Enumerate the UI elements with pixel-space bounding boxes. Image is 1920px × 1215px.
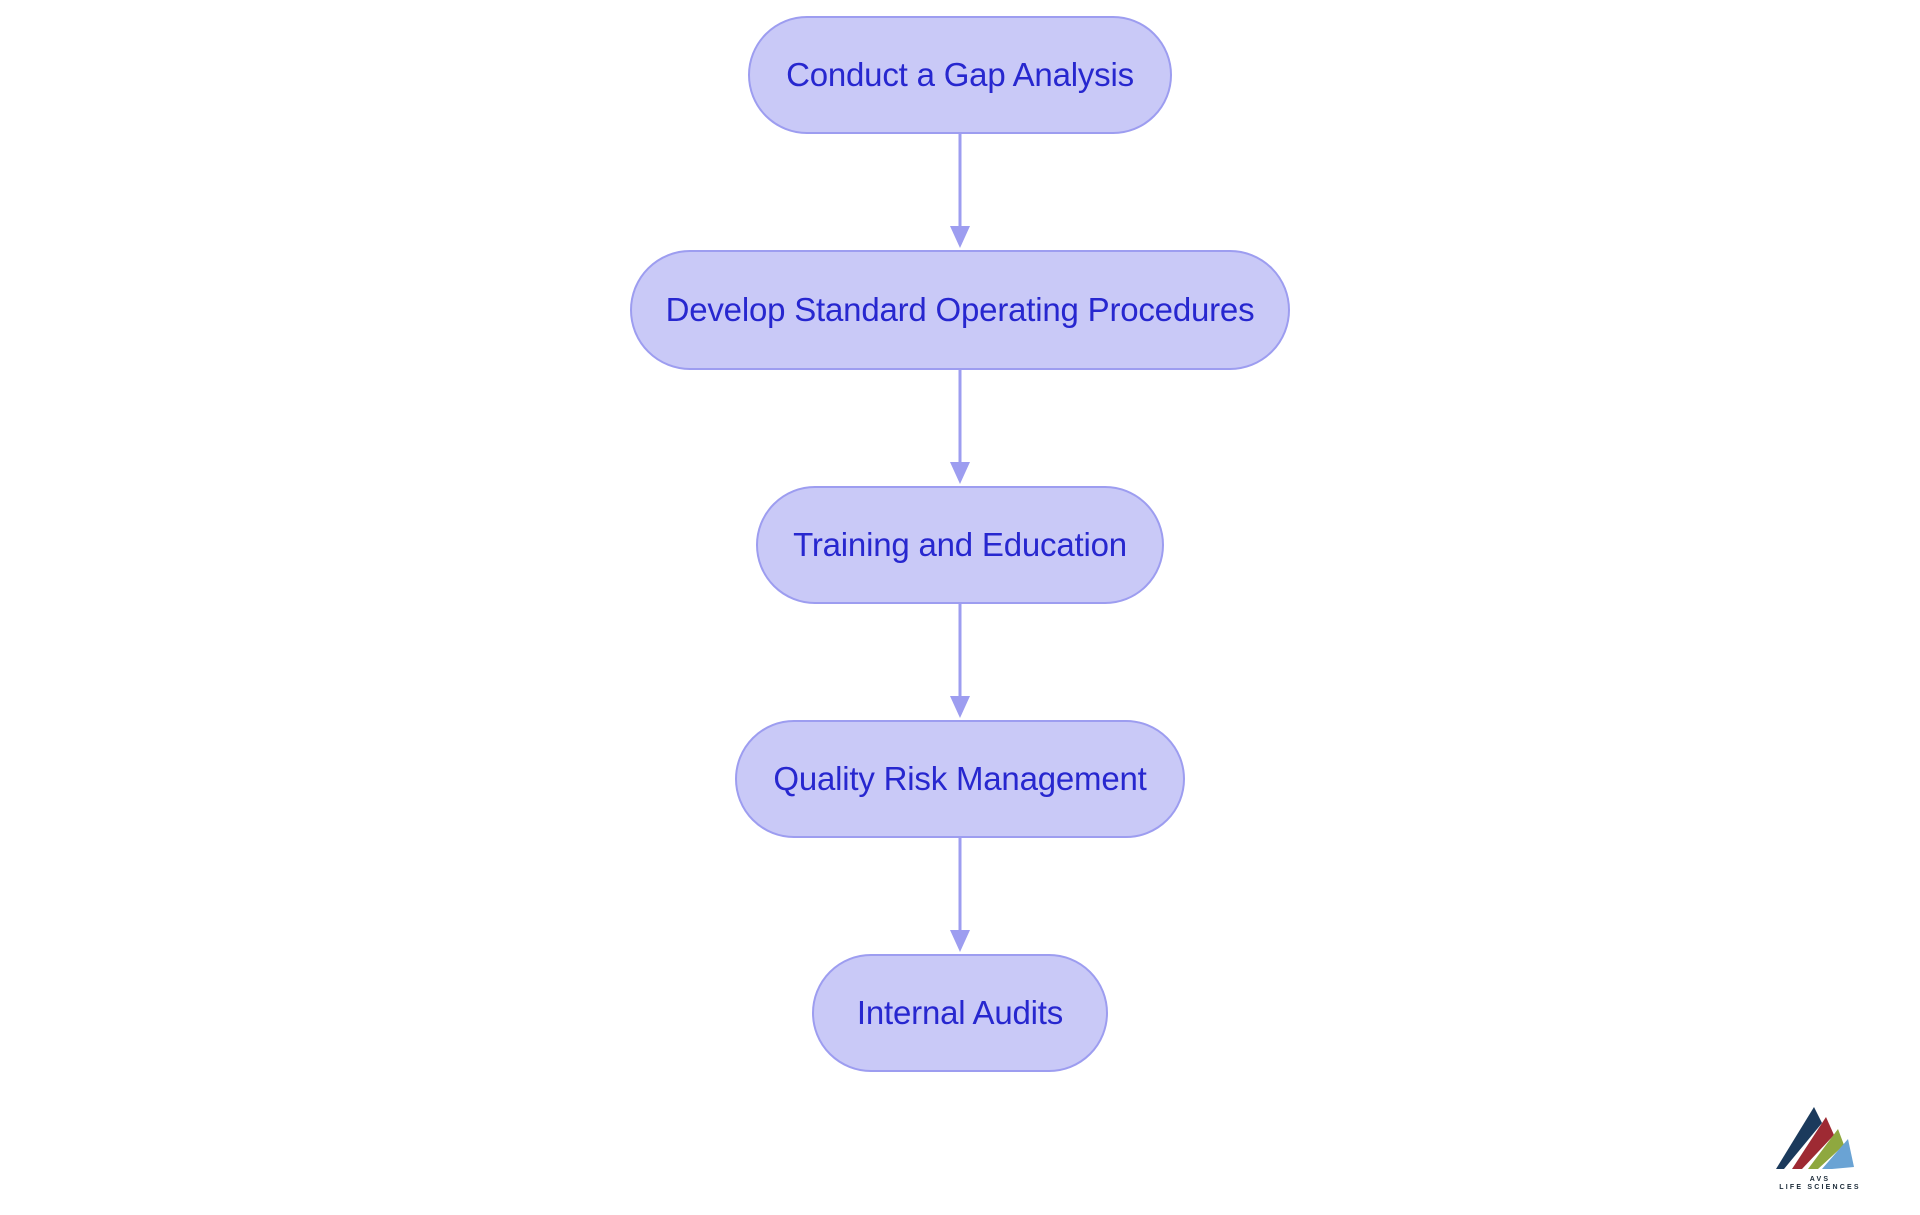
flow-node-develop-standard-operating-procedures[interactable]: Develop Standard Operating Procedures xyxy=(630,250,1290,370)
arrow-down-icon xyxy=(950,134,970,248)
flow-node-label: Develop Standard Operating Procedures xyxy=(665,291,1255,328)
brand-logo-line-2: LIFE SCIENCES xyxy=(1779,1184,1861,1192)
brand-logo-text: AVS LIFE SCIENCES xyxy=(1762,1176,1878,1194)
arrow-down-icon xyxy=(950,838,970,952)
flow-arrow-4 xyxy=(948,838,972,954)
flow-node-training-and-education[interactable]: Training and Education xyxy=(756,486,1164,604)
flow-arrow-2 xyxy=(948,370,972,486)
flow-node-label: Quality Risk Management xyxy=(773,760,1147,797)
brand-logo: AVS LIFE SCIENCES xyxy=(1762,1101,1878,1197)
arrow-down-icon xyxy=(950,604,970,718)
brand-logo-line-1: AVS xyxy=(1809,1175,1831,1183)
flow-arrow-3 xyxy=(948,604,972,720)
flow-node-label: Internal Audits xyxy=(856,994,1064,1031)
flow-node-label: Conduct a Gap Analysis xyxy=(786,56,1134,93)
flowchart: Conduct a Gap Analysis Develop Standard … xyxy=(630,16,1290,1072)
flow-node-internal-audits[interactable]: Internal Audits xyxy=(812,954,1108,1072)
flow-node-conduct-a-gap-analysis[interactable]: Conduct a Gap Analysis xyxy=(748,16,1172,134)
arrow-down-icon xyxy=(950,370,970,484)
flow-node-quality-risk-management[interactable]: Quality Risk Management xyxy=(735,720,1185,838)
flow-node-label: Training and Education xyxy=(793,526,1127,563)
flow-arrow-1 xyxy=(948,134,972,250)
avs-logo-mark-icon xyxy=(1776,1107,1854,1169)
